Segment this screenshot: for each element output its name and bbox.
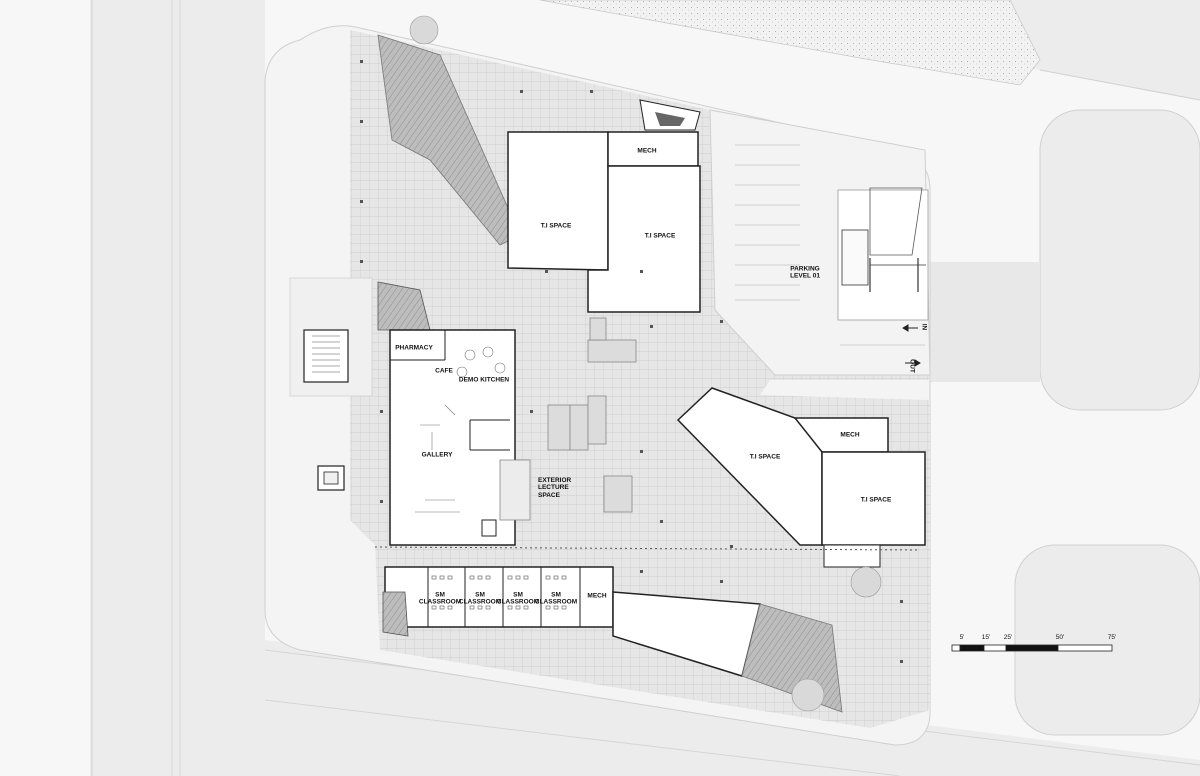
tree	[791, 678, 825, 712]
entry-south-east	[823, 544, 881, 568]
label-classroom-3: SM CLASSROOM	[497, 592, 539, 607]
label-ti-space-4: T.I SPACE	[860, 496, 892, 504]
label-gallery: GALLERY	[421, 451, 453, 459]
label-classroom-3-line1: SM	[513, 591, 523, 599]
label-ti-space-3: T.I SPACE	[749, 453, 781, 461]
parking-flow-arrows	[902, 324, 921, 367]
label-parking-in: IN	[920, 323, 928, 331]
label-demo-kitchen: DEMO KITCHEN	[458, 376, 510, 384]
columns	[360, 60, 903, 663]
label-classroom-1: SM CLASSROOM	[419, 592, 461, 607]
label-cafe: CAFE	[435, 367, 453, 375]
tree	[409, 15, 439, 45]
label-mech-3: MECH	[587, 592, 607, 600]
label-classroom-1-line2: CLASSROOM	[418, 599, 462, 606]
label-ti-space-1: T.I SPACE	[540, 222, 572, 230]
label-exterior-line1: EXTERIOR	[538, 476, 572, 484]
label-parking: PARKING LEVEL 01	[790, 266, 820, 281]
parking-area	[709, 109, 931, 376]
main-building	[389, 329, 531, 546]
label-pharmacy: PHARMACY	[395, 344, 433, 352]
colonnade-south	[374, 546, 921, 551]
label-exterior-line2: LECTURE	[538, 484, 569, 492]
scale-bar	[951, 644, 1113, 652]
label-classroom-2: SM CLASSROOM	[459, 592, 501, 607]
label-classroom-2-line1: SM	[475, 591, 485, 599]
label-exterior-lecture-space: EXTERIOR LECTURE SPACE	[538, 477, 571, 499]
label-mech-2: MECH	[840, 431, 860, 439]
street-northeast	[539, 0, 1200, 101]
scale-tick-25: 25'	[1003, 634, 1013, 641]
west-pavilion	[289, 277, 373, 491]
label-classroom-4-line2: CLASSROOM	[534, 599, 578, 606]
label-mech-1: MECH	[637, 147, 657, 155]
mech-1-outline	[607, 131, 699, 167]
label-classroom-3-line2: CLASSROOM	[496, 599, 540, 606]
classroom-wing	[382, 566, 614, 637]
label-parking-line1: PARKING	[790, 265, 820, 273]
landscape-northwest	[377, 34, 521, 246]
ti-space-1-outline	[507, 131, 609, 271]
ti-space-4-outline	[821, 451, 926, 546]
label-classroom-4-line1: SM	[551, 591, 561, 599]
label-classroom-1-line1: SM	[435, 591, 445, 599]
label-ti-space-2: T.I SPACE	[644, 232, 676, 240]
label-parking-out: OUT	[908, 359, 916, 373]
scale-tick-5: 5'	[959, 634, 965, 641]
exterior-lecture-furniture	[547, 317, 637, 513]
street-west	[90, 0, 265, 776]
label-exterior-line3: SPACE	[538, 491, 560, 499]
tree	[850, 566, 882, 598]
label-classroom-2-line2: CLASSROOM	[458, 599, 502, 606]
label-classroom-4: SM CLASSROOM	[535, 592, 577, 607]
label-parking-line2: LEVEL 01	[790, 273, 820, 280]
scale-tick-75: 75'	[1107, 634, 1117, 641]
ti-space-2-outline	[587, 165, 701, 313]
street-east	[930, 109, 1200, 736]
scale-tick-15: 15'	[981, 634, 991, 641]
scale-tick-50: 50'	[1055, 634, 1065, 641]
